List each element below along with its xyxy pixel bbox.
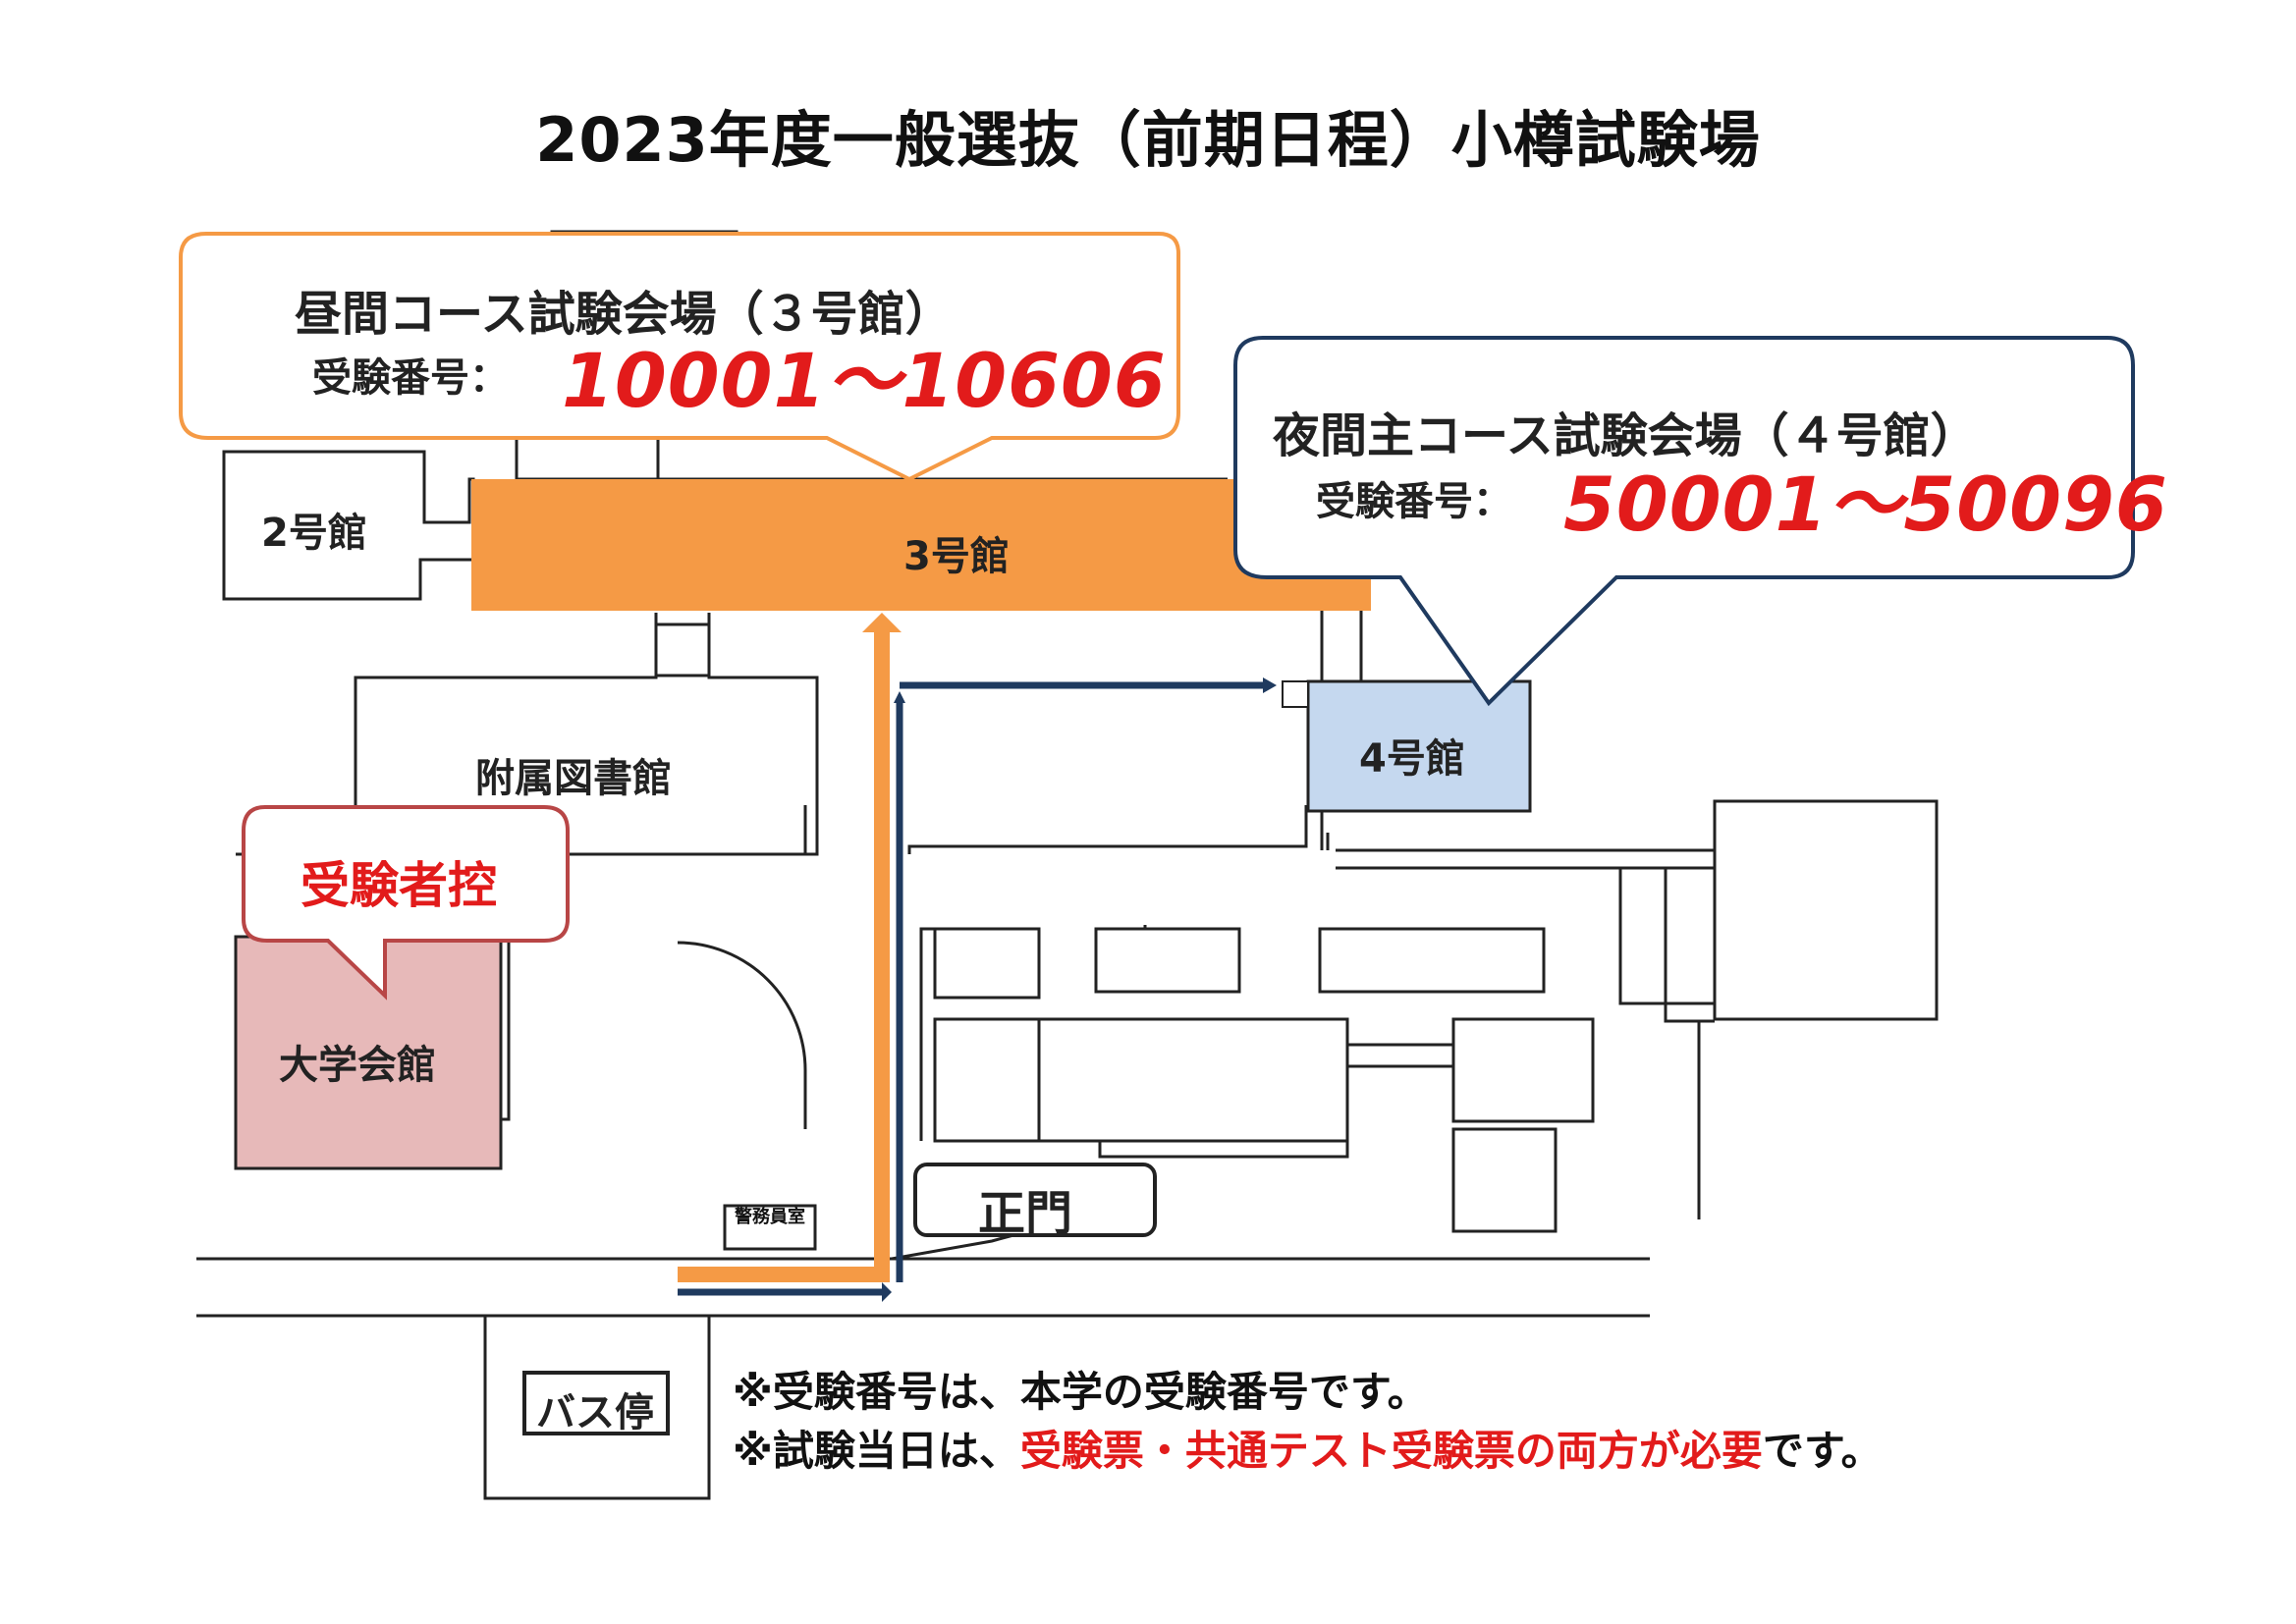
- building-4-label: 4号館: [1359, 736, 1465, 782]
- night-route-arrow-head: [894, 691, 905, 703]
- night-route-arrow-head: [882, 1282, 892, 1302]
- building-edge: [919, 927, 935, 1141]
- day-callout-label: 受験番号：: [312, 355, 509, 401]
- bus-stop-label: バス停: [536, 1390, 654, 1435]
- building-4-annex: [1282, 680, 1309, 708]
- building-outline: [933, 1017, 1349, 1143]
- day-route: [678, 628, 890, 1282]
- gate-pointer: [891, 1233, 1014, 1261]
- note-line-2: ※試験当日は、受験票・共通テスト受験票の両方が必要です。: [733, 1418, 1883, 1478]
- night-callout-box: [1233, 336, 2135, 707]
- day-callout-box: [179, 232, 1180, 482]
- building-outline: [1713, 799, 1939, 1021]
- night-route: [678, 681, 1263, 1296]
- building-3: [471, 479, 1371, 611]
- night-callout-title: 夜間主コース試験会場（４号館）: [1273, 408, 1978, 463]
- note-line-2-suffix: です。: [1762, 1427, 1883, 1475]
- library-label: 附属図書館: [475, 756, 672, 801]
- building-outline: [1451, 1017, 1595, 1123]
- page-title: 2023年度一般選抜（前期日程）小樽試験場: [535, 104, 1761, 176]
- waiting-callout-title: 受験者控: [301, 857, 497, 914]
- building-3-label: 3号館: [903, 534, 1010, 579]
- guard-room: [723, 1204, 817, 1251]
- night-route-arrow-head: [1263, 677, 1277, 693]
- building-edge: [1098, 1141, 1349, 1159]
- day-route-arrow-head: [862, 613, 902, 632]
- building-4: [1306, 679, 1532, 813]
- guard-room-label: 警務員室: [735, 1207, 805, 1227]
- gate-box: [913, 1163, 1157, 1237]
- hall-label: 大学会館: [279, 1043, 436, 1088]
- building-outline: [1094, 927, 1241, 994]
- waiting-callout-box: [242, 805, 570, 1001]
- gate-label: 正門: [978, 1186, 1073, 1241]
- day-callout-range: 10001～10606: [562, 337, 1167, 424]
- bus-stop-label-box: [522, 1371, 670, 1435]
- night-callout-label: 受験番号：: [1316, 479, 1512, 524]
- bus-stop-area: [483, 1314, 711, 1500]
- corridor: [1664, 868, 1715, 1023]
- library-edge: [803, 805, 817, 856]
- note-line-1: ※受験番号は、本学の受験番号です。: [733, 1368, 1429, 1416]
- building-edge: [907, 805, 1308, 854]
- corridor: [1618, 868, 1715, 1005]
- building-outline: [1318, 927, 1546, 994]
- note-line-2-prefix: ※試験当日は、: [733, 1427, 1020, 1475]
- building-outline: [1451, 1127, 1558, 1233]
- note-line-2-highlight: 受験票・共通テスト受験票の両方が必要: [1019, 1427, 1763, 1475]
- courtyard-arc: [677, 941, 807, 1129]
- connector: [654, 613, 709, 677]
- building-2-label: 2号館: [261, 511, 367, 556]
- building-outline: [933, 927, 1041, 1000]
- night-callout-range: 50001～50096: [1563, 460, 2168, 548]
- day-callout-title: 昼間コース試験会場（３号館）: [295, 287, 953, 342]
